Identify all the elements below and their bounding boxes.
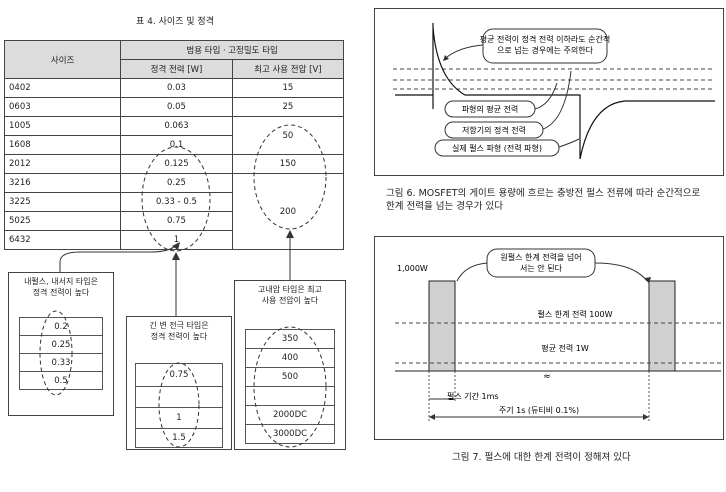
label-average-power: 파형의 평균 전력	[462, 104, 519, 114]
pulse-waveform	[432, 23, 715, 160]
figure7-caption: 그림 7. 펄스에 대한 한계 전력이 정해져 있다	[452, 452, 631, 463]
table-row: 1608 0.1	[3, 135, 344, 155]
table-row: 6432 1	[3, 230, 344, 250]
label-avg-power: 평균 전력 1W	[541, 343, 589, 353]
list-item: 0.5	[19, 371, 103, 390]
table-annotations	[59, 124, 327, 316]
figure6-callout	[482, 28, 608, 64]
axis-break-mark: ≈	[543, 372, 551, 382]
size-rating-table: 사이즈 범용 타입ㆍ고정밀도 타입 정격 전력 [W] 최고 사용 전압 [V]…	[3, 40, 345, 250]
figure6-caption: 그림 6. MOSFET의 게이트 용량에 흐르는 충방전 펄스 전류에 따라 …	[386, 188, 701, 212]
list-item: 3000DC	[245, 424, 335, 444]
power-ellipse	[141, 146, 211, 252]
header-power: 정격 전력 [W]	[120, 59, 233, 79]
table-row: 0603 0.05 25	[3, 97, 345, 117]
label-actual-pulse: 실제 펄스 파형 (전력 파형)	[452, 143, 542, 153]
table-row: 5025 0.75	[3, 211, 344, 231]
label-period: 주기 1s (듀티비 0.1%)	[499, 406, 579, 415]
figure7-panel: 1,000W 펄스 한계 전력 100W 평균 전력 1W ≈ 원펄스 한계 전…	[374, 236, 724, 440]
cell-power: 1	[120, 230, 233, 250]
label-pulse-limit: 펄스 한계 전력 100W	[538, 309, 613, 319]
table-title: 표 4. 사이즈 및 정격	[136, 17, 214, 27]
pulse-2	[648, 280, 676, 372]
label-rated-power: 저항기의 정격 전력	[462, 125, 526, 135]
box-hv-values: 350 400 500 2000DC 3000DC	[245, 329, 335, 444]
cell-voltage-merged: 50	[231, 116, 345, 155]
voltage-ellipse	[253, 124, 327, 230]
box-long-values: 0.75 1 1.5	[135, 363, 223, 448]
pulse-1	[428, 280, 456, 372]
header-voltage: 최고 사용 전압 [V]	[231, 59, 345, 79]
figure7-plot: 1,000W 펄스 한계 전력 100W 평균 전력 1W ≈ 원펄스 한계 전…	[395, 248, 721, 423]
table-row: 1005 0.063 50	[3, 116, 345, 155]
label-peak-power: 1,000W	[397, 264, 428, 273]
header-size: 사이즈	[3, 40, 122, 79]
header-group: 범용 타입ㆍ고정밀도 타입	[120, 40, 344, 60]
arrow-pulse	[59, 244, 177, 272]
label-pulse-duration: 펄스 기간 1ms	[447, 391, 499, 401]
